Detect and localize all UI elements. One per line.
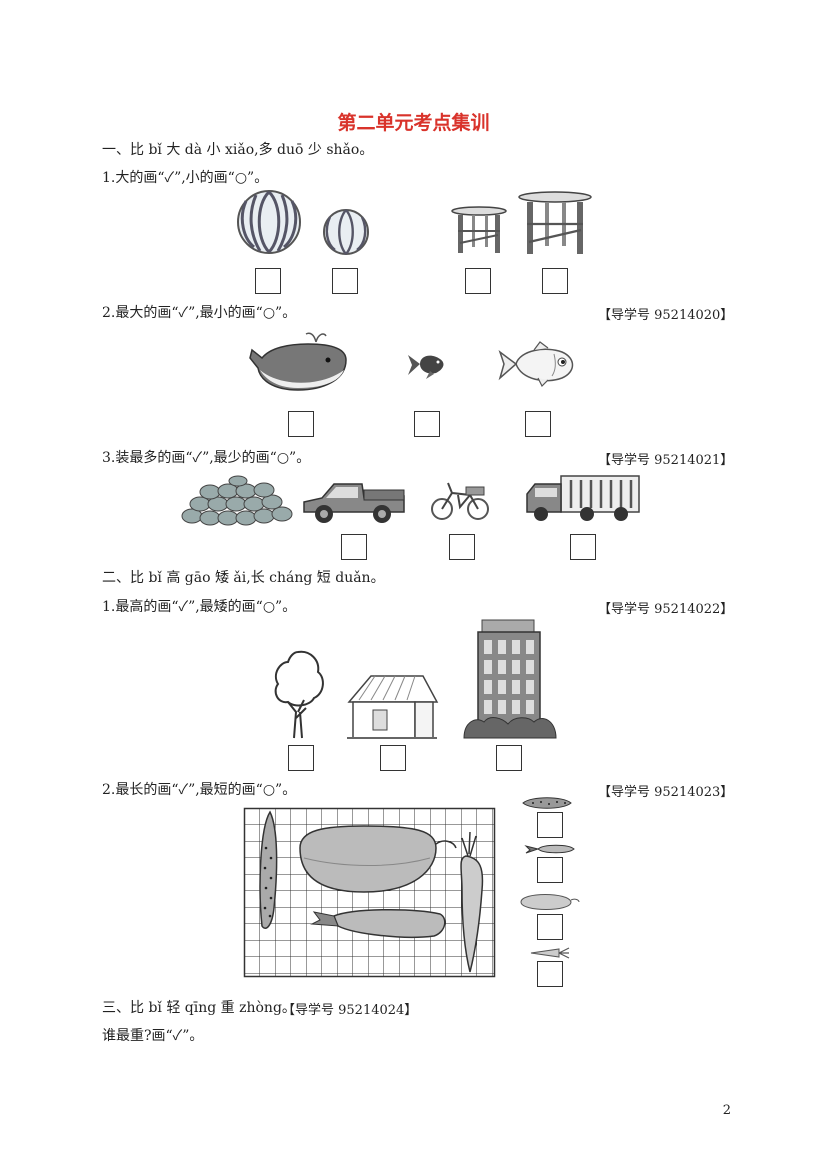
section2-heading: 二、比 bǐ 高 gāo 矮 ǎi,长 cháng 短 duǎn。	[102, 570, 385, 586]
answer-box-whale[interactable]	[288, 411, 314, 437]
s2-q1-text: 1.最高的画“✓”,最矮的画“○”。	[102, 599, 297, 615]
s1-q3-text: 3.装最多的画“✓”,最少的画“○”。	[102, 450, 311, 466]
section1-heading: 一、比 bǐ 大 dà 小 xiǎo,多 duō 少 shǎo。	[102, 142, 374, 158]
s3-ref: 【导学号 95214024】	[282, 1003, 418, 1018]
s2-q2-text: 2.最长的画“✓”,最短的画“○”。	[102, 782, 297, 798]
s1-q2-text: 2.最大的画“✓”,最小的画“○”。	[102, 305, 297, 321]
answer-box-big-table[interactable]	[542, 268, 568, 294]
pickup-truck-illustration	[303, 483, 405, 523]
s1-q3-ref: 【导学号 95214021】	[598, 453, 734, 468]
watermelon-pile-illustration	[181, 475, 293, 526]
big-watermelon-illustration	[237, 190, 301, 254]
small-table-illustration	[451, 206, 507, 253]
answer-box-pickup-truck[interactable]	[341, 534, 367, 560]
wax-gourd-side-illustration	[520, 894, 580, 910]
answer-box-cucumber[interactable]	[537, 812, 563, 838]
answer-box-goldfish[interactable]	[414, 411, 440, 437]
motorcycle-illustration	[431, 482, 489, 520]
answer-box-wax-gourd[interactable]	[537, 914, 563, 940]
whale-illustration	[249, 332, 347, 391]
answer-box-tree[interactable]	[288, 745, 314, 771]
answer-box-motorcycle[interactable]	[449, 534, 475, 560]
small-watermelon-illustration	[323, 209, 369, 255]
answer-box-lorry[interactable]	[570, 534, 596, 560]
answer-box-house[interactable]	[380, 745, 406, 771]
house-illustration	[347, 675, 439, 739]
building-illustration	[463, 619, 557, 739]
s2-q2-ref: 【导学号 95214023】	[598, 785, 734, 800]
answer-box-carrot[interactable]	[537, 961, 563, 987]
s2-q1-ref: 【导学号 95214022】	[598, 602, 734, 617]
tree-illustration	[274, 650, 324, 739]
answer-box-small-table[interactable]	[465, 268, 491, 294]
big-table-illustration	[518, 191, 592, 254]
answer-box-small-watermelon[interactable]	[332, 268, 358, 294]
page-title: 第二单元考点集训	[337, 112, 490, 134]
s1-q2-ref: 【导学号 95214020】	[598, 308, 734, 323]
lorry-illustration	[526, 475, 640, 521]
s1-q1-text: 1.大的画“✓”,小的画“○”。	[102, 170, 269, 186]
answer-box-fish[interactable]	[525, 411, 551, 437]
answer-box-eggplant[interactable]	[537, 857, 563, 883]
eggplant-side-illustration	[524, 844, 575, 854]
answer-box-big-watermelon[interactable]	[255, 268, 281, 294]
section3-heading: 三、比 bǐ 轻 qīng 重 zhòng。	[102, 1000, 296, 1016]
page-number: 2	[722, 1103, 731, 1118]
fish-illustration	[498, 341, 574, 388]
goldfish-illustration	[408, 355, 444, 379]
cucumber-side-illustration	[522, 797, 572, 809]
vegetable-grid-illustration	[243, 807, 496, 978]
s3-question: 谁最重?画“✓”。	[102, 1028, 204, 1044]
carrot-side-illustration	[530, 947, 570, 959]
answer-box-building[interactable]	[496, 745, 522, 771]
